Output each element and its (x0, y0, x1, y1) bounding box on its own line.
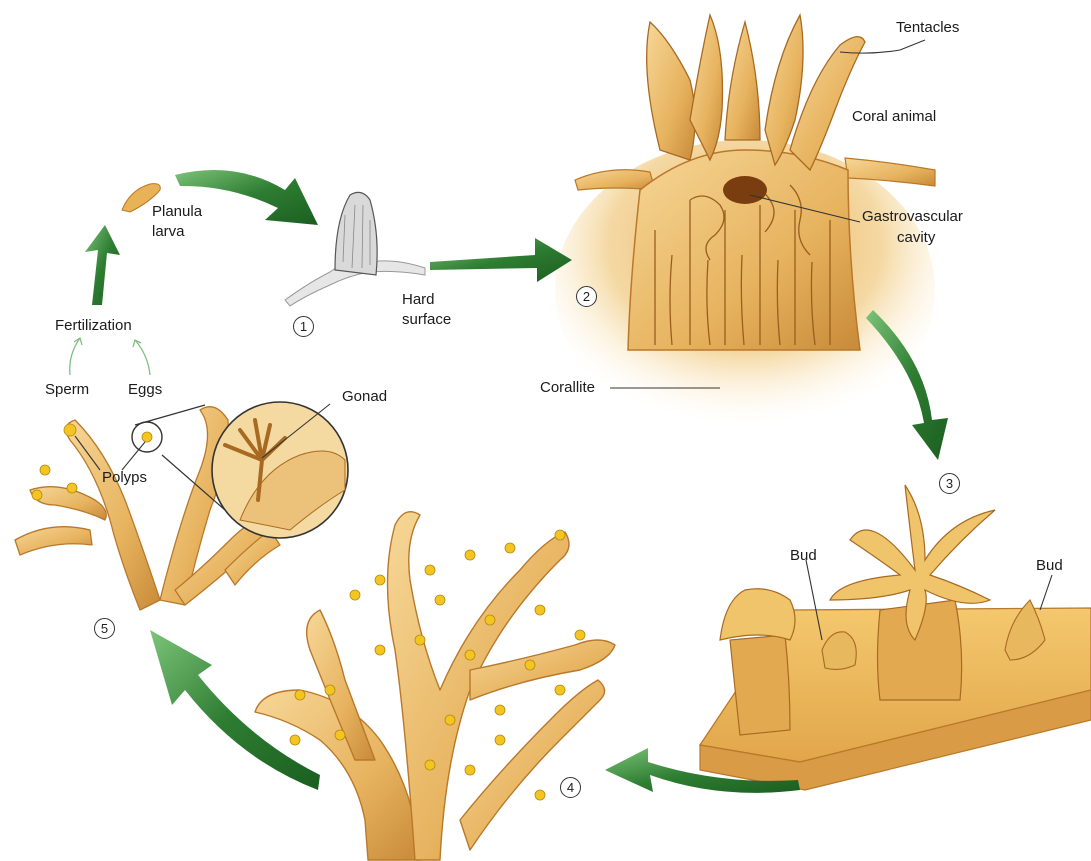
tentacle-3 (725, 22, 760, 140)
label-planula-1: Planula (152, 202, 202, 221)
budding-polyps-illustration (700, 485, 1091, 790)
tentacle-1 (647, 22, 695, 160)
label-bud-right: Bud (1036, 556, 1063, 575)
left-polyp-top (720, 589, 795, 640)
label-sperm: Sperm (45, 380, 89, 399)
magnified-polyp-circle (132, 402, 348, 538)
left-polyp-stalk (730, 635, 790, 735)
settled-larva (335, 192, 377, 275)
mouth-opening (723, 176, 767, 204)
step-number-4: 4 (560, 777, 581, 798)
coral-polyp-cross-section (555, 15, 935, 440)
step-number-3: 3 (939, 473, 960, 494)
label-fertilization: Fertilization (55, 316, 132, 335)
step-number-5: 5 (94, 618, 115, 639)
label-gonad: Gonad (342, 387, 387, 406)
step-number-2: 2 (576, 286, 597, 307)
label-corallite: Corallite (540, 378, 595, 397)
arrow-fertilization-to-larva (85, 225, 120, 305)
label-gastrovascular-2: cavity (897, 228, 935, 247)
label-coral-animal: Coral animal (852, 107, 936, 126)
label-planula-2: larva (152, 222, 185, 241)
label-gastrovascular-1: Gastrovascular (862, 207, 963, 226)
label-bud-left: Bud (790, 546, 817, 565)
label-hard-1: Hard (402, 290, 435, 309)
label-polyps: Polyps (102, 468, 147, 487)
label-eggs: Eggs (128, 380, 162, 399)
gamete-arrows (70, 338, 150, 375)
tentacle-2 (690, 15, 723, 160)
step-number-1: 1 (293, 316, 314, 337)
label-hard-2: surface (402, 310, 451, 329)
arrow-settle-to-polyp (430, 238, 572, 282)
label-tentacles: Tentacles (896, 18, 959, 37)
